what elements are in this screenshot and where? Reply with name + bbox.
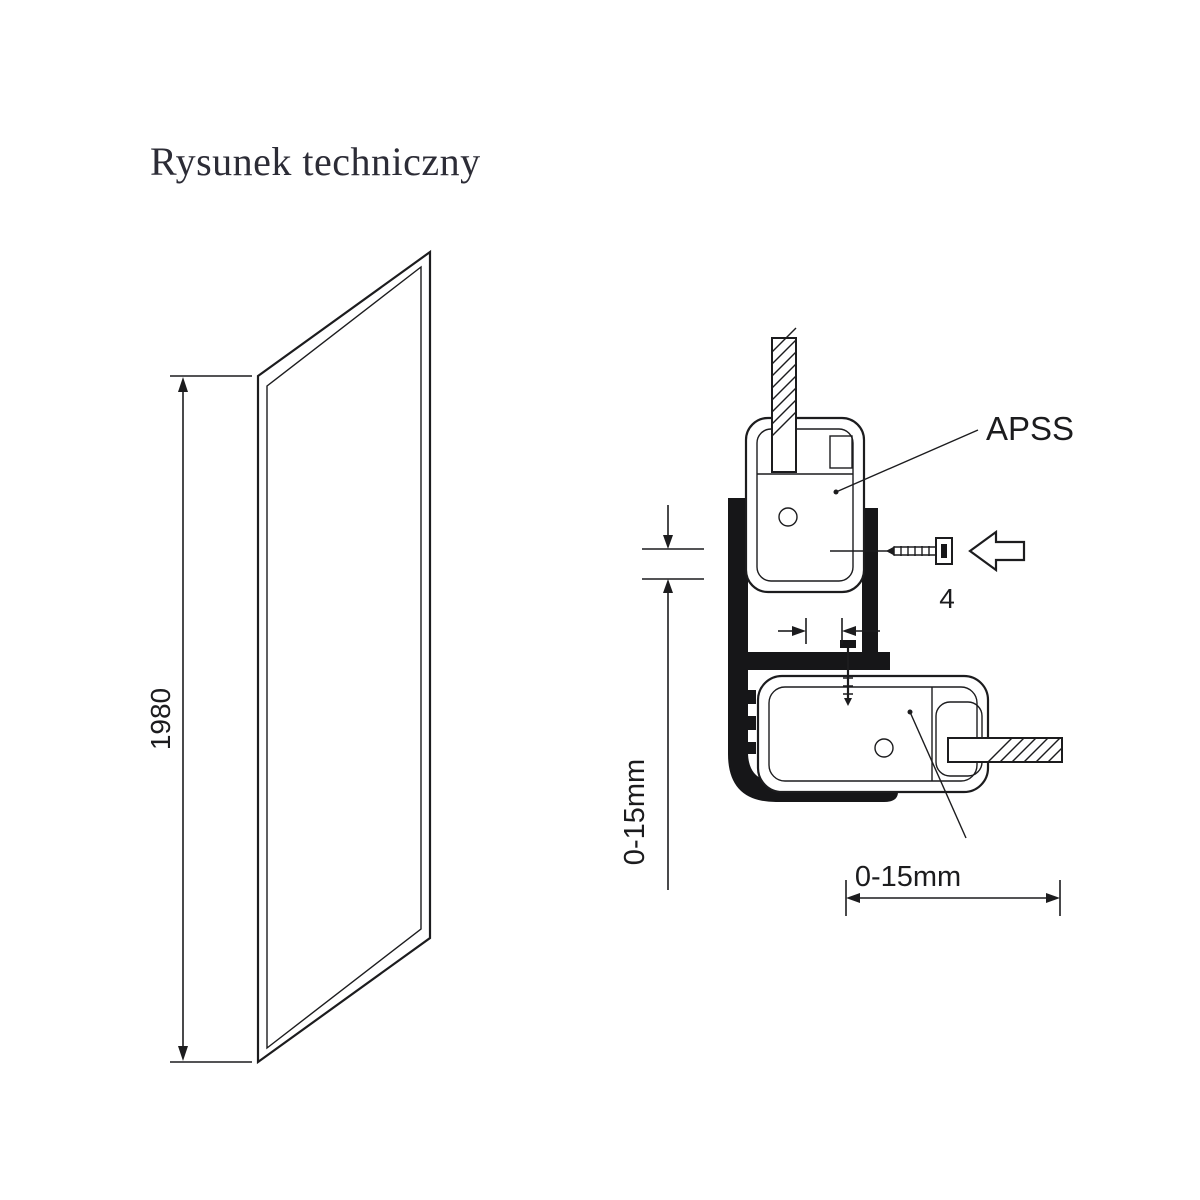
leader-dot bbox=[907, 709, 913, 715]
gap-dimension: 4 bbox=[778, 583, 955, 644]
seal-leader bbox=[907, 709, 967, 839]
seal-hole bbox=[874, 738, 894, 758]
bracket-vertical-bar bbox=[862, 508, 878, 660]
leader-dot bbox=[833, 489, 839, 495]
glass-outline bbox=[771, 337, 797, 473]
apss-seal-top bbox=[744, 416, 866, 594]
hatch-lines bbox=[987, 737, 1063, 763]
wall-profile-bracket bbox=[744, 508, 890, 670]
arrowhead-left-icon bbox=[842, 626, 856, 636]
glass-outline bbox=[947, 737, 1063, 763]
profile-notch bbox=[748, 716, 756, 730]
screw-tip bbox=[886, 546, 895, 556]
panel-outer-frame bbox=[256, 249, 432, 1065]
left-arrow-outline bbox=[968, 529, 1026, 573]
seal-outer bbox=[744, 416, 866, 594]
profile-notch bbox=[748, 690, 756, 704]
vertical-adjust-label: 0-15mm bbox=[619, 759, 651, 865]
height-dimension-label: 1980 bbox=[145, 688, 176, 750]
screw-threads bbox=[900, 546, 930, 556]
clamp-screw-vertical bbox=[840, 640, 856, 706]
insert-direction-arrow-icon bbox=[968, 529, 1026, 573]
hatch-lines bbox=[771, 327, 797, 437]
seal-outer bbox=[756, 674, 990, 794]
screw-head-slot bbox=[941, 544, 947, 558]
profile-notch bbox=[748, 742, 756, 754]
seal-inner bbox=[768, 686, 978, 782]
horizontal-adjust-label: 0-15mm bbox=[855, 861, 961, 893]
screw-head bbox=[840, 640, 856, 648]
apss-leader: APSS bbox=[833, 410, 1074, 495]
mounting-screw-horizontal bbox=[830, 537, 953, 565]
arrowhead-up-icon bbox=[178, 377, 188, 392]
screw-size-label: 4 bbox=[939, 583, 955, 614]
apss-label: APSS bbox=[986, 410, 1074, 447]
leader-line bbox=[909, 711, 967, 839]
seal-hole bbox=[778, 507, 798, 527]
panel-front-view bbox=[256, 249, 432, 1065]
glass-pane-top bbox=[771, 327, 797, 473]
arrowhead-up-icon bbox=[663, 579, 673, 593]
arrowhead-right-icon bbox=[1046, 893, 1060, 903]
page-title: Rysunek techniczny bbox=[150, 139, 481, 184]
arrowhead-down-icon bbox=[663, 535, 673, 549]
leader-line bbox=[835, 429, 979, 493]
bracket-shelf-bar bbox=[744, 652, 890, 670]
arrowhead-left-icon bbox=[846, 893, 860, 903]
height-dimension: 1980 bbox=[145, 375, 252, 1063]
glass-pane-bottom bbox=[947, 737, 1063, 763]
panel-inner-frame bbox=[266, 265, 422, 1050]
arrowhead-down-icon bbox=[178, 1046, 188, 1061]
seal-clamp-detail bbox=[829, 435, 853, 469]
vertical-adjust-dimension: 0-15mm bbox=[619, 505, 704, 890]
screw-tip bbox=[844, 698, 852, 706]
arrowhead-right-icon bbox=[792, 626, 806, 636]
apss-seal-bottom bbox=[756, 674, 990, 794]
screw-threads bbox=[843, 677, 853, 695]
seal-inner bbox=[756, 428, 854, 582]
horizontal-adjust-dimension: 0-15mm bbox=[845, 861, 1061, 916]
